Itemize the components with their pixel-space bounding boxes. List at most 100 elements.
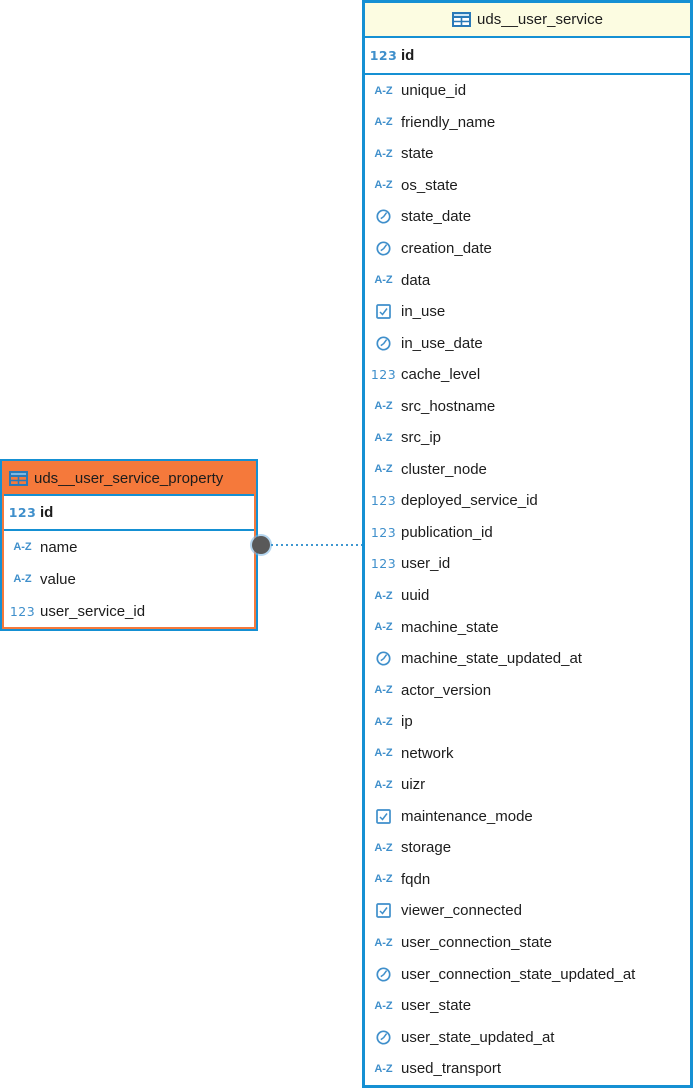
column-row[interactable]: A-Z value: [4, 563, 254, 595]
column-row[interactable]: A-Z uizr: [365, 769, 690, 801]
column-name: storage: [401, 839, 452, 857]
column-row[interactable]: maintenance_mode: [365, 801, 690, 833]
table-icon: [9, 471, 28, 486]
column-name: user_connection_state_updated_at: [401, 965, 636, 983]
column-row[interactable]: in_use_date: [365, 327, 690, 359]
string-type-icon: A-Z: [374, 84, 393, 97]
number-type-icon: 123: [370, 493, 397, 509]
string-type-icon: A-Z: [374, 747, 393, 760]
column-name: os_state: [401, 176, 458, 194]
column-row[interactable]: A-Z uuid: [365, 580, 690, 612]
column-name: publication_id: [401, 523, 493, 541]
column-name: viewer_connected: [401, 902, 522, 920]
column-row[interactable]: A-Z friendly_name: [365, 107, 690, 139]
connector-dotted-line[interactable]: [271, 544, 362, 546]
entity-uds__user_service[interactable]: uds__user_service 123 id A-Z unique_id A…: [362, 0, 693, 1088]
entity-header-uds__user_service_property[interactable]: uds__user_service_property: [4, 463, 254, 496]
column-row[interactable]: 123 cache_level: [365, 359, 690, 391]
column-row[interactable]: in_use: [365, 296, 690, 328]
string-type-icon: A-Z: [374, 147, 393, 160]
datetime-type-icon: [371, 651, 396, 666]
column-name: deployed_service_id: [401, 492, 538, 510]
column-name: network: [401, 744, 454, 762]
column-row[interactable]: state_date: [365, 201, 690, 233]
column-name: machine_state: [401, 618, 499, 636]
column-name: friendly_name: [401, 113, 496, 131]
string-type-icon: A-Z: [374, 873, 393, 886]
column-name: user_connection_state: [401, 934, 552, 952]
string-type-icon: A-Z: [374, 621, 393, 634]
column-row[interactable]: creation_date: [365, 233, 690, 265]
entity-header-uds__user_service[interactable]: uds__user_service: [365, 3, 690, 38]
column-name: user_id: [401, 555, 451, 573]
string-type-icon: A-Z: [374, 589, 393, 602]
string-type-icon: A-Z: [13, 573, 32, 585]
column-row[interactable]: A-Z ip: [365, 706, 690, 738]
column-name: uizr: [401, 776, 426, 794]
string-type-icon: A-Z: [374, 116, 393, 129]
column-name: data: [401, 271, 431, 289]
column-row[interactable]: machine_state_updated_at: [365, 643, 690, 675]
string-type-icon: A-Z: [374, 778, 393, 791]
column-row[interactable]: 123 deployed_service_id: [365, 485, 690, 517]
string-type-icon: A-Z: [374, 431, 393, 444]
column-name: in_use_date: [401, 334, 483, 352]
string-type-icon: A-Z: [374, 179, 393, 192]
column-row[interactable]: A-Z user_connection_state: [365, 927, 690, 959]
column-row[interactable]: viewer_connected: [365, 895, 690, 927]
column-row[interactable]: A-Z fqdn: [365, 864, 690, 896]
column-row[interactable]: 123 publication_id: [365, 517, 690, 549]
column-name: maintenance_mode: [401, 807, 533, 825]
column-row[interactable]: A-Z machine_state: [365, 611, 690, 643]
column-row[interactable]: A-Z state: [365, 138, 690, 170]
column-name: machine_state_updated_at: [401, 650, 582, 668]
column-row[interactable]: 123 user_id: [365, 548, 690, 580]
number-type-icon: 123: [9, 603, 36, 619]
column-name: creation_date: [401, 240, 492, 257]
string-type-icon: A-Z: [374, 715, 393, 728]
column-row[interactable]: A-Z data: [365, 264, 690, 296]
column-name: cache_level: [401, 366, 481, 384]
boolean-type-icon: [371, 903, 396, 919]
column-name: ip: [401, 713, 413, 731]
column-name: value: [40, 570, 76, 588]
column-row[interactable]: A-Z used_transport: [365, 1053, 690, 1085]
column-row[interactable]: A-Z user_state: [365, 990, 690, 1022]
primary-key-row[interactable]: 123 id: [4, 496, 254, 529]
column-row[interactable]: 123 user_service_id: [4, 595, 254, 627]
column-name: uuid: [401, 587, 430, 605]
column-row[interactable]: A-Z name: [4, 531, 254, 563]
column-name: used_transport: [401, 1060, 502, 1078]
column-name: in_use: [401, 303, 446, 321]
number-type-icon: 123: [370, 367, 397, 383]
column-row[interactable]: A-Z src_hostname: [365, 390, 690, 422]
column-name: src_hostname: [401, 397, 496, 415]
string-type-icon: A-Z: [374, 999, 393, 1012]
column-row[interactable]: user_state_updated_at: [365, 1021, 690, 1053]
column-row[interactable]: user_connection_state_updated_at: [365, 958, 690, 990]
column-row[interactable]: A-Z src_ip: [365, 422, 690, 454]
entity-uds__user_service_property[interactable]: uds__user_service_property 123 id A-Z na…: [0, 459, 258, 631]
string-type-icon: A-Z: [374, 400, 393, 413]
column-row[interactable]: A-Z os_state: [365, 170, 690, 202]
datetime-type-icon: [371, 1030, 396, 1045]
column-name: state: [401, 145, 434, 163]
column-row[interactable]: A-Z unique_id: [365, 75, 690, 107]
column-name: user_service_id: [40, 602, 146, 620]
column-row[interactable]: A-Z actor_version: [365, 674, 690, 706]
connector-endpoint-dot-icon[interactable]: [252, 536, 270, 554]
string-type-icon: A-Z: [374, 274, 393, 287]
datetime-type-icon: [371, 209, 396, 225]
column-row[interactable]: A-Z storage: [365, 832, 690, 864]
boolean-type-icon: [371, 808, 396, 824]
column-name: id: [401, 47, 415, 64]
column-row[interactable]: A-Z network: [365, 737, 690, 769]
entity-title: uds__user_service: [477, 11, 603, 28]
column-row[interactable]: A-Z cluster_node: [365, 454, 690, 486]
column-name: fqdn: [401, 870, 431, 888]
column-name: user_state_updated_at: [401, 1028, 555, 1046]
column-name: src_ip: [401, 429, 442, 447]
primary-key-row[interactable]: 123 id: [365, 38, 690, 73]
string-type-icon: A-Z: [374, 684, 393, 697]
datetime-type-icon: [371, 336, 396, 351]
